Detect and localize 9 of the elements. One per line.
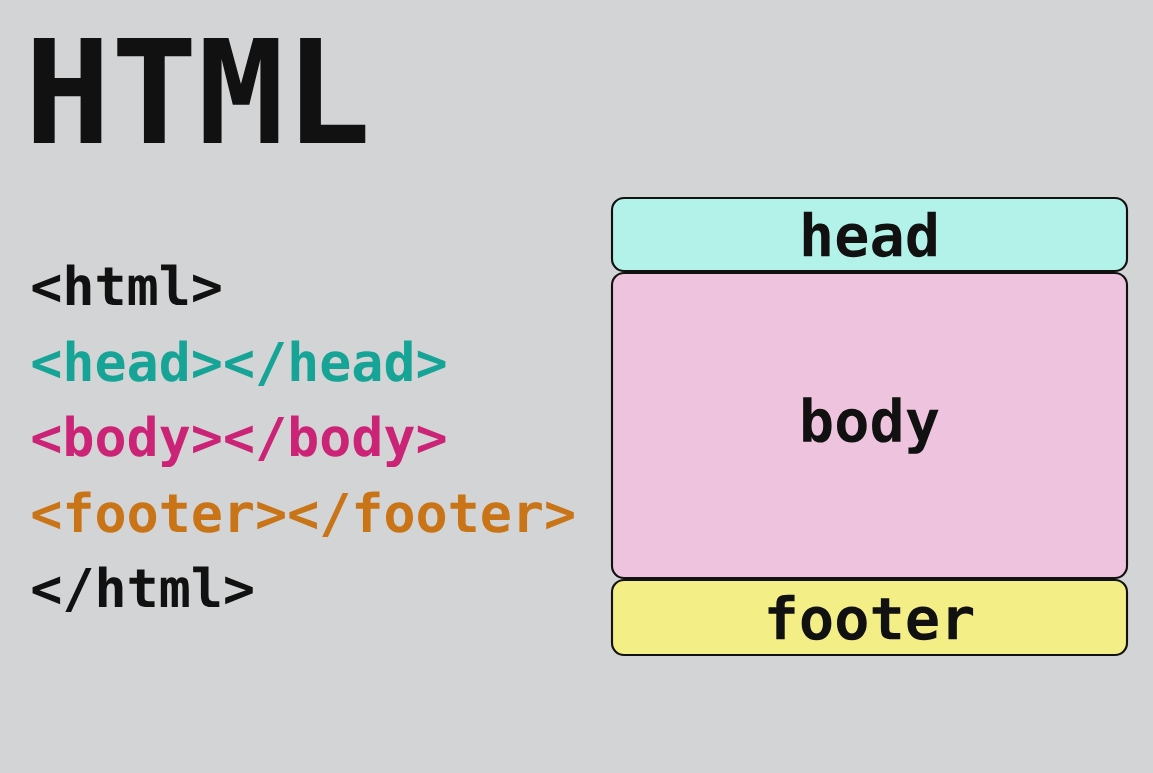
code-line: <body></body> [32,415,446,468]
code-line: <footer></footer> [32,491,574,537]
section-box: footer [610,578,1129,657]
section-box: body [610,271,1129,580]
code-line: <head></head> [32,340,446,386]
code-line: <html> [32,264,221,305]
title: HTML [33,38,366,143]
code-line: </html> [32,566,253,612]
section-box: head [610,196,1129,273]
